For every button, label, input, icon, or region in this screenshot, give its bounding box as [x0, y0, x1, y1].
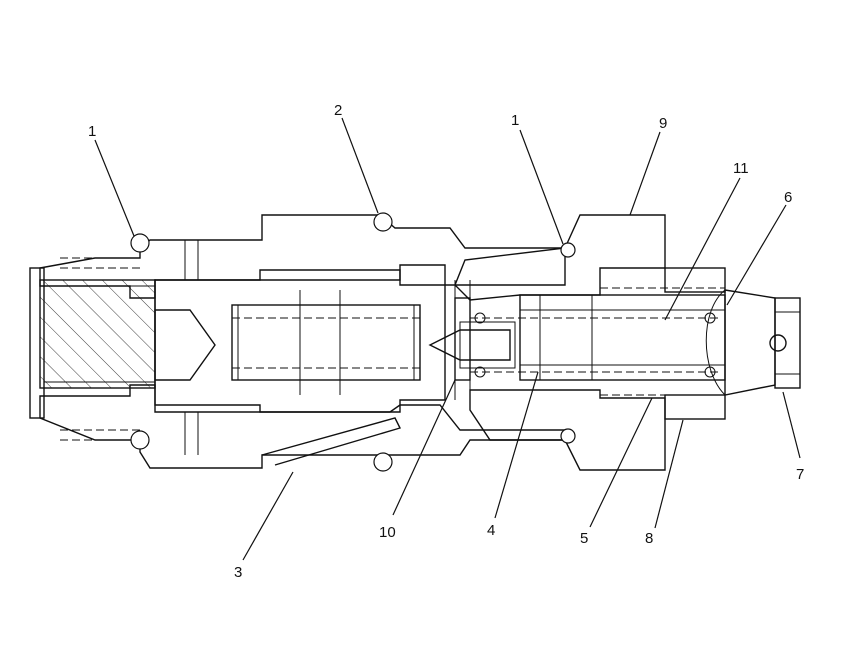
- piston-assembly: [428, 294, 726, 381]
- leader-lines: [94, 117, 801, 561]
- o-ring: [560, 428, 576, 444]
- callout-9: 9: [659, 115, 667, 132]
- valve-body: [154, 240, 446, 466]
- callout-11: 11: [733, 160, 749, 177]
- inlet-fitting: [29, 214, 566, 469]
- o-ring: [560, 242, 576, 258]
- adjusting-nut: [600, 267, 801, 420]
- callout-6: 6: [784, 189, 792, 206]
- callout-1-right: 1: [511, 112, 519, 129]
- callout-5: 5: [580, 530, 588, 547]
- callout-4: 4: [487, 522, 495, 539]
- o-ring: [373, 452, 393, 472]
- callout-2: 2: [334, 102, 342, 119]
- callout-3: 3: [234, 564, 242, 581]
- callout-10: 10: [379, 524, 396, 541]
- o-ring: [130, 430, 150, 450]
- callout-labels: 1 2 1 9 11 6 7 8 5 4 10 3: [88, 102, 804, 581]
- callout-8: 8: [645, 530, 653, 547]
- o-ring: [373, 212, 393, 232]
- callout-7: 7: [796, 466, 804, 483]
- right-housing: [454, 214, 666, 471]
- o-ring: [130, 233, 150, 253]
- callout-1-left: 1: [88, 123, 96, 140]
- o-rings: [130, 212, 576, 472]
